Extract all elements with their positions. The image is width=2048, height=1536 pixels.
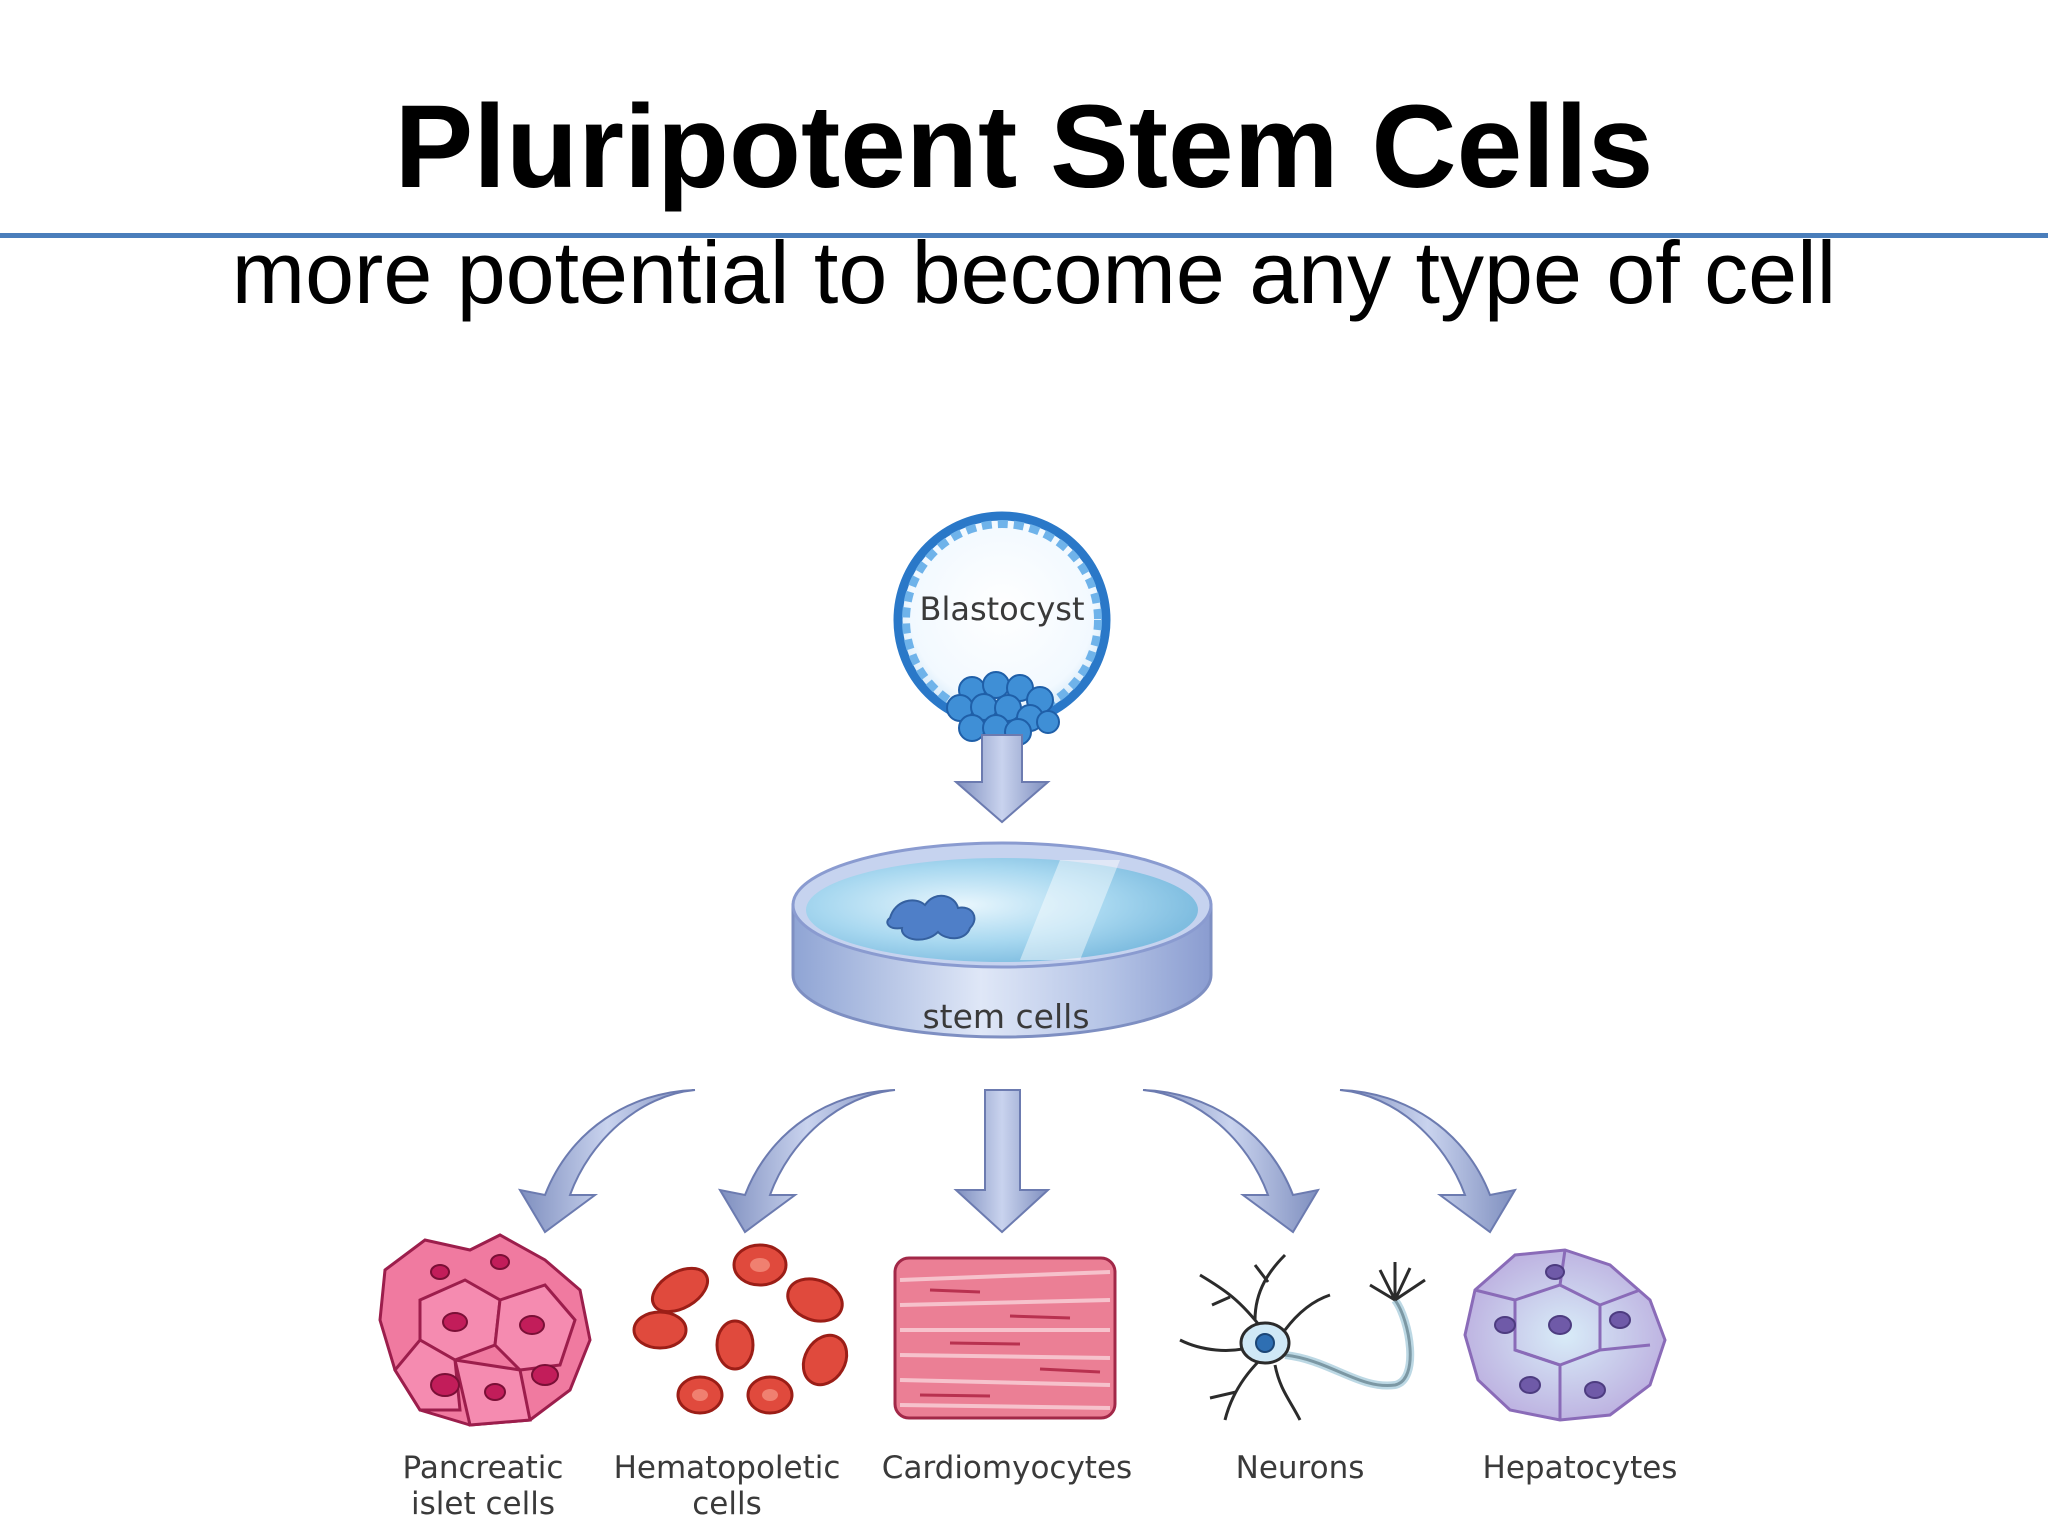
arrow-blastocyst-to-dish xyxy=(953,734,1051,824)
cell-type-label: Neurons xyxy=(1236,1450,1365,1486)
blastocyst-label: Blastocyst xyxy=(920,590,1085,628)
pancreatic-islet-cells-icon xyxy=(378,1233,592,1427)
cell-type-label-line: islet cells xyxy=(411,1486,555,1522)
hematopoietic-cells-icon xyxy=(632,1243,849,1415)
differentiation-arrows xyxy=(517,1089,1518,1234)
cell-type-label-line: Cardiomyocytes xyxy=(882,1450,1132,1486)
arrow-to-cardiomyocytes xyxy=(953,1089,1051,1234)
arrow-to-hepatocytes xyxy=(1339,1089,1518,1234)
blastocyst: Blastocyst xyxy=(893,511,1111,746)
cell-type-label: Hepatocytes xyxy=(1483,1450,1678,1486)
arrow-to-neurons xyxy=(1142,1089,1321,1234)
cell-type-label-line: Neurons xyxy=(1236,1450,1365,1486)
cell-type-label: Cardiomyocytes xyxy=(882,1450,1132,1486)
neuron-icon xyxy=(1179,1253,1426,1421)
slide-subtitle: more potential to become any type of cel… xyxy=(231,223,1837,322)
cell-type-label-line: Pancreatic xyxy=(403,1450,564,1486)
arrow-to-hematopoietic xyxy=(717,1089,896,1234)
stem-cells-label: stem cells xyxy=(922,997,1089,1036)
cell-type-label-line: Hepatocytes xyxy=(1483,1450,1678,1486)
hepatocytes-icon xyxy=(1463,1248,1667,1422)
cell-type-label-line: Hematopoletic xyxy=(614,1450,841,1486)
slide-title: Pluripotent Stem Cells xyxy=(394,81,1654,213)
cardiomyocytes-icon xyxy=(893,1256,1117,1420)
arrow-to-pancreatic xyxy=(517,1089,696,1234)
petri-dish: stem cells xyxy=(791,841,1213,1039)
title-divider xyxy=(0,233,2048,238)
cell-type-label-line: cells xyxy=(692,1486,762,1522)
